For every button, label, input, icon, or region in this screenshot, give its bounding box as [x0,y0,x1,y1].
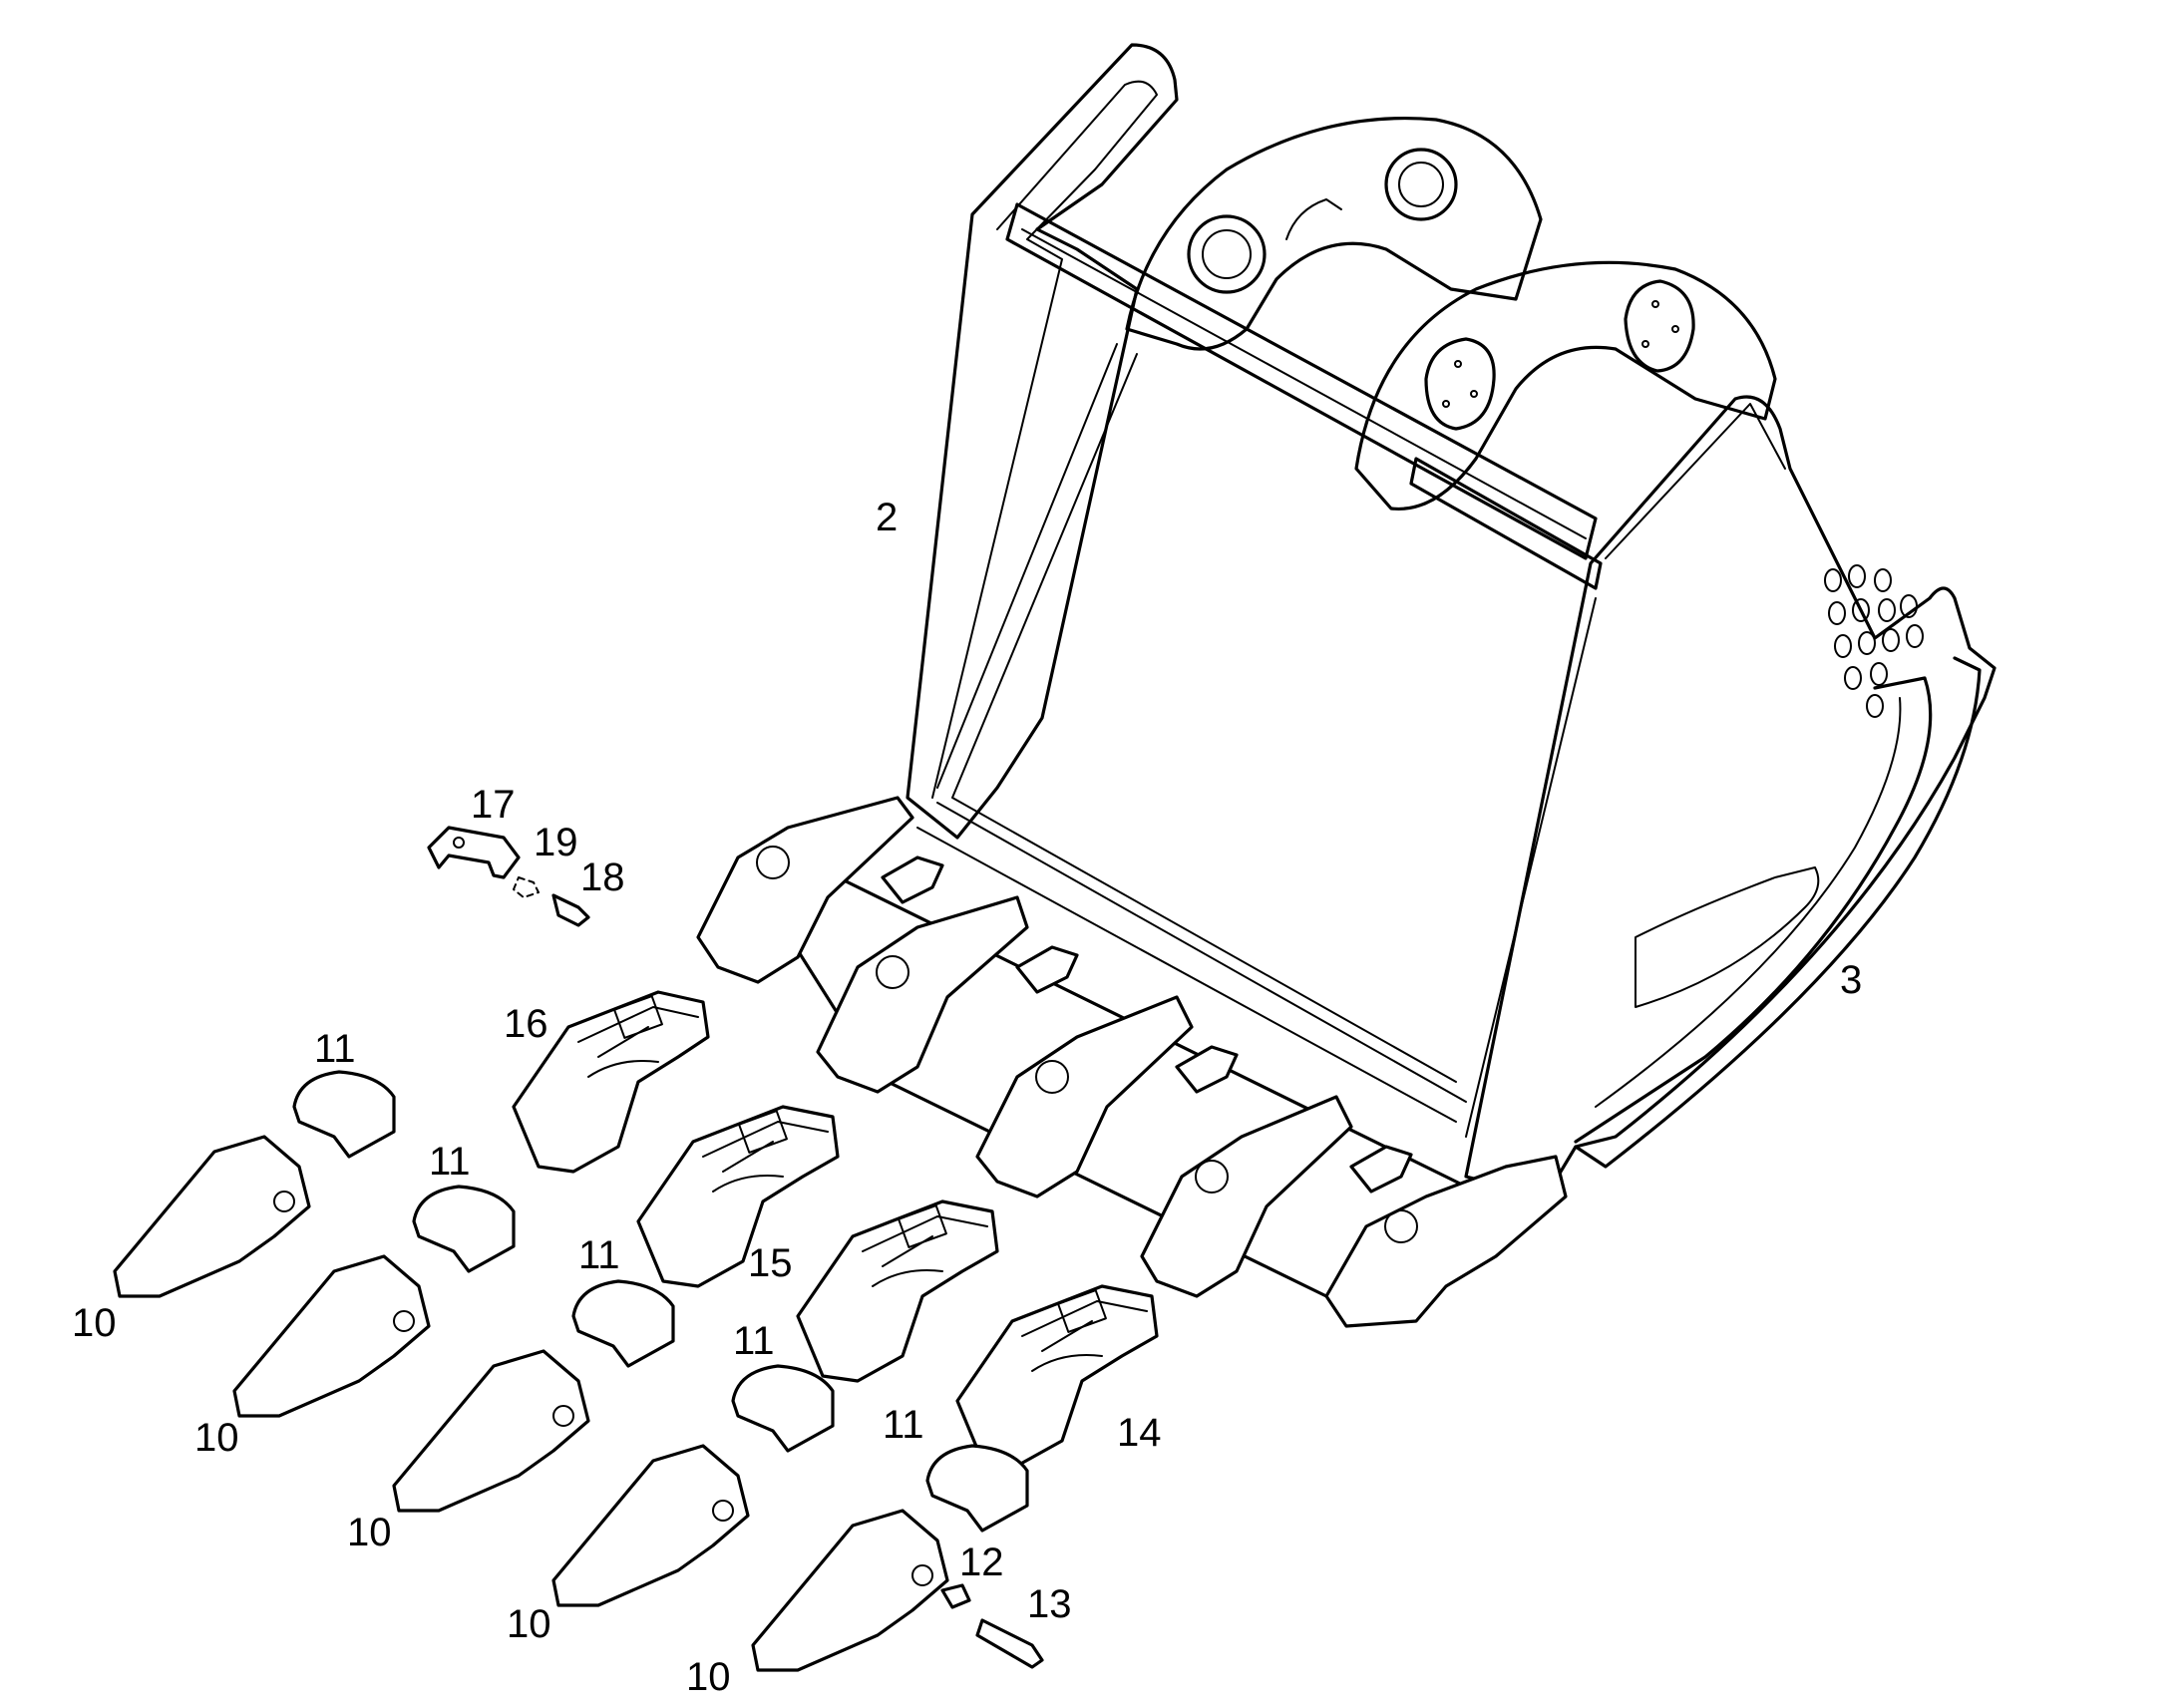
cap-1 [292,1070,396,1159]
teeth [113,1135,949,1672]
right-side-plate [1464,395,1997,1198]
upper-cross-beam [1005,202,1598,560]
left-hinge-plate [1125,116,1543,351]
tooth-5 [751,1509,949,1672]
cap-5 [925,1444,1029,1533]
adapter-15 [636,1105,840,1288]
adapter-mounted-1 [696,796,914,984]
callout-10-b: 10 [194,1416,239,1460]
right-pin-cap-1 [1424,337,1496,431]
callout-11-c: 11 [578,1233,620,1277]
tooth-4 [551,1444,750,1607]
callout-10-c: 10 [347,1511,392,1554]
bucket-floor [916,802,1467,1123]
pin [975,1618,1044,1669]
tooth-1 [113,1135,311,1298]
tooth-3 [392,1349,590,1513]
adapter-16 [512,990,710,1174]
adapter-mounted-5 [1324,1155,1568,1328]
callout-11-b: 11 [429,1140,471,1184]
side-cutter [427,826,521,879]
right-edge-strip [1574,656,1982,1169]
caps [292,1070,1029,1533]
installed-adapters [696,796,1568,1328]
adapter-15b [796,1199,999,1383]
callout-10-a: 10 [72,1301,117,1345]
pin-retainer [940,1583,971,1609]
callout-17: 17 [471,783,516,827]
left-hinge-boss-2 [1384,148,1458,221]
adapter-mounted-2 [816,895,1029,1094]
callout-12: 12 [959,1540,1004,1584]
callout-11-d: 11 [733,1319,775,1363]
callout-19: 19 [534,821,578,864]
bolt [551,893,590,927]
side-bolt-holes [1824,564,1924,718]
bucket-back-wall [936,343,1457,1083]
callout-10-d: 10 [507,1602,551,1646]
tooth-2 [232,1254,431,1418]
adapter-mounted-4 [1140,1095,1353,1298]
cap-4 [731,1364,835,1453]
callout-13: 13 [1027,1582,1072,1626]
lower-rear-beam [1409,457,1603,590]
callout-11-a: 11 [314,1027,356,1071]
callout-11-e: 11 [883,1403,924,1447]
left-side-plate [906,43,1179,840]
washer-dashed [513,876,540,898]
cap-2 [412,1185,516,1273]
bucket-body [756,43,1997,1298]
callout-15: 15 [748,1241,793,1285]
callout-2: 2 [876,496,898,539]
side-cutter-assembly [427,826,590,927]
callout-3: 3 [1840,958,1862,1002]
callout-18: 18 [580,855,625,899]
callout-labels: 2 3 17 19 18 16 15 14 11 11 11 11 11 10 … [72,496,1862,1699]
left-hinge-boss-1 [1187,214,1267,294]
right-pin-cap-2 [1624,279,1695,373]
cap-3 [571,1279,675,1368]
callout-14: 14 [1117,1411,1162,1455]
right-side-wear-strip [1574,676,1933,1144]
callout-16: 16 [504,1002,548,1046]
callout-10-e: 10 [686,1655,731,1699]
right-side-cutout [1635,866,1820,1008]
adapter-mounted-3 [975,995,1194,1198]
right-hinge-plate [1354,260,1777,512]
